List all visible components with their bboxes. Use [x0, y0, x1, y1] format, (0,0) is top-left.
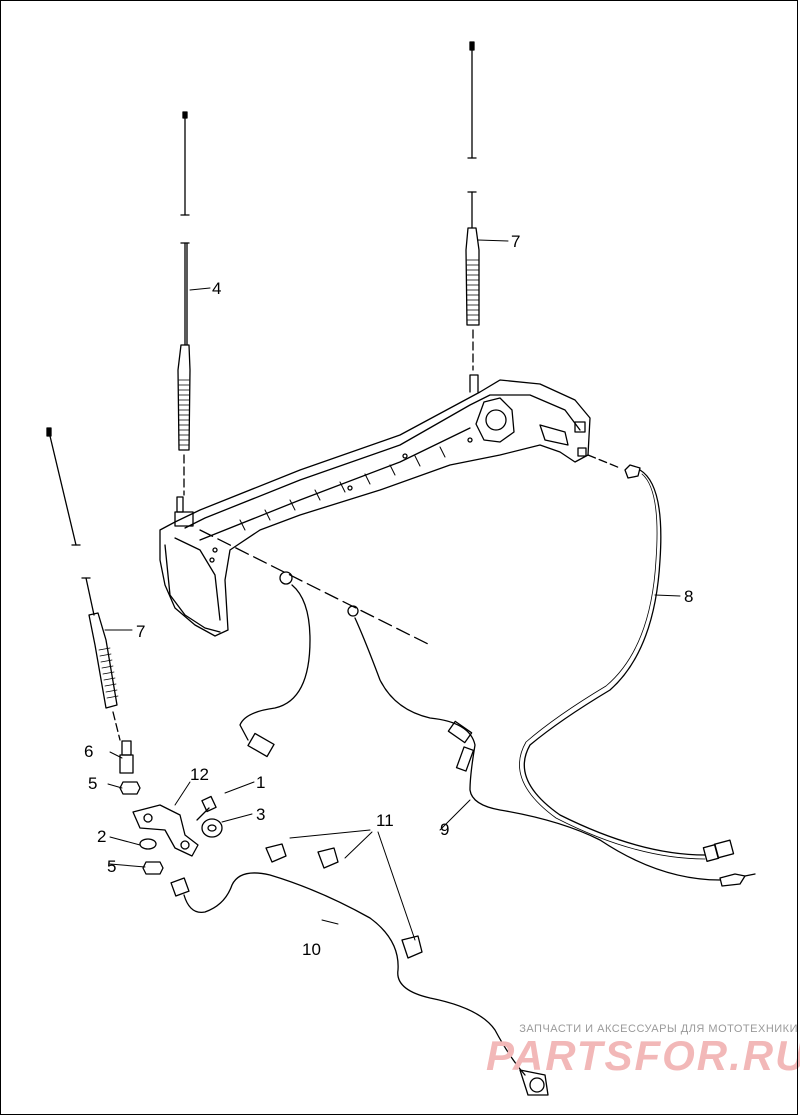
callout-8: 8 — [684, 587, 693, 606]
leader-lines — [104, 239, 681, 941]
callout-4: 4 — [212, 279, 221, 298]
clip-11a — [265, 843, 287, 863]
nut-5-lower — [142, 861, 164, 875]
callout-9: 9 — [440, 820, 449, 839]
callout-5-upper: 5 — [88, 774, 97, 793]
clip-11c — [401, 935, 423, 959]
antenna-mast-7-left — [46, 427, 121, 741]
antenna-mount-rail — [159, 374, 621, 646]
grommet-3 — [201, 818, 223, 838]
washer-2 — [139, 838, 157, 850]
callout-3: 3 — [256, 805, 265, 824]
antenna-cable-9 — [239, 571, 756, 887]
screw-1 — [196, 795, 217, 821]
watermark-tagline: ЗАПЧАСТИ И АКСЕССУАРЫ ДЛЯ МОТОТЕХНИКИ — [519, 1023, 798, 1035]
callout-6: 6 — [84, 742, 93, 761]
antenna-mast-4 — [177, 111, 191, 496]
callout-2: 2 — [97, 827, 106, 846]
watermark-logo: PARTSFOR.RU — [486, 1032, 800, 1079]
clip-11b — [317, 847, 339, 869]
antenna-cable-8 — [519, 464, 735, 862]
callout-12: 12 — [190, 765, 209, 784]
callout-5-lower: 5 — [107, 857, 116, 876]
nut-5-upper — [119, 781, 141, 795]
callout-1: 1 — [256, 773, 265, 792]
callout-10: 10 — [302, 940, 321, 959]
callout-7-left: 7 — [136, 622, 145, 641]
callout-11: 11 — [376, 811, 394, 830]
mount-bracket-12 — [132, 804, 199, 857]
antenna-mast-7-right — [465, 41, 480, 371]
ferrule-6 — [119, 740, 134, 774]
antenna-cable-10 — [170, 872, 549, 1096]
callout-labels: 4 7 7 8 6 5 12 1 3 2 5 11 9 10 — [84, 232, 693, 959]
callout-7-right: 7 — [511, 232, 520, 251]
